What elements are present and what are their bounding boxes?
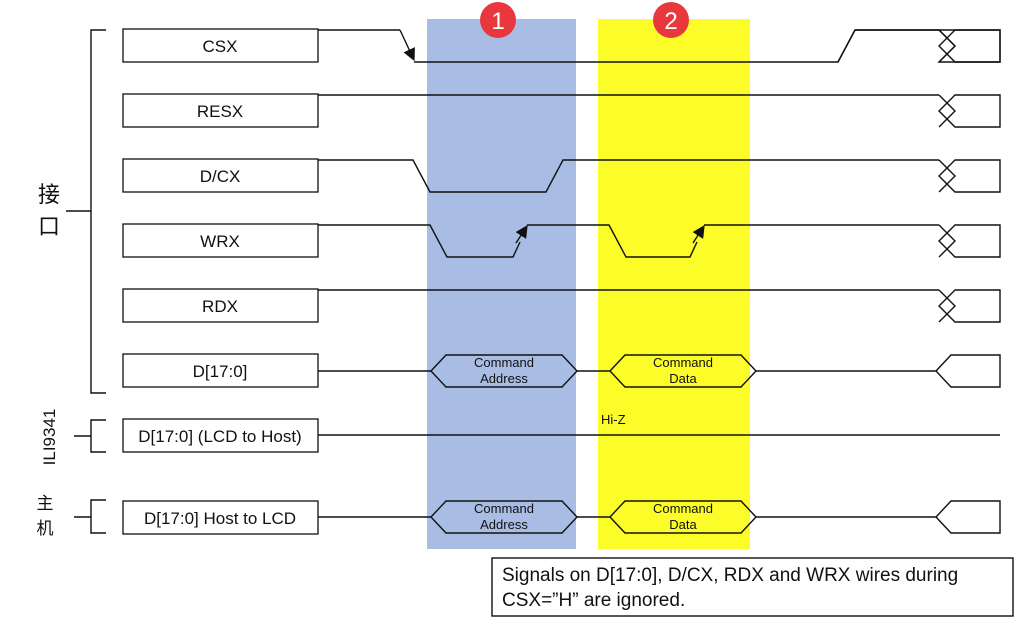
phase-1-badge: 1 bbox=[480, 2, 516, 38]
host-group-label-1: 主 bbox=[37, 494, 54, 514]
host-group-label-2: 机 bbox=[37, 519, 54, 539]
phase-2-band bbox=[598, 19, 750, 549]
svg-text:RDX: RDX bbox=[202, 297, 238, 316]
signal-box-resx: RESX bbox=[122, 93, 319, 128]
dcx-waveform bbox=[318, 159, 939, 193]
host-to-lcd-waveform: Command Address Command Data bbox=[318, 500, 1001, 534]
ili9341-bracket bbox=[74, 419, 106, 453]
note-line-2: CSX=”H” are ignored. bbox=[502, 590, 685, 611]
data-bus-waveform: Command Address Command Data bbox=[318, 354, 1001, 388]
host-phase2-label-2: Data bbox=[669, 517, 697, 532]
phase-2-badge: 2 bbox=[653, 2, 689, 38]
phase-1-band bbox=[427, 19, 576, 549]
phase2-bus-label-1: Command bbox=[653, 355, 713, 370]
svg-text:D[17:0] Host to LCD: D[17:0] Host to LCD bbox=[144, 509, 296, 528]
interface-group-label-2: 口 bbox=[38, 215, 60, 240]
svg-text:D[17:0]: D[17:0] bbox=[193, 362, 248, 381]
host-bracket bbox=[74, 499, 106, 534]
interface-group-label-1: 接 bbox=[38, 183, 60, 208]
interface-bracket bbox=[66, 29, 106, 394]
signal-box-dcx: D/CX bbox=[122, 158, 319, 193]
signal-box-lcd-to-host: D[17:0] (LCD to Host) bbox=[122, 418, 319, 453]
note-box: Signals on D[17:0], D/CX, RDX and WRX wi… bbox=[491, 557, 1014, 617]
svg-text:RESX: RESX bbox=[197, 102, 243, 121]
phase2-bus-label-2: Data bbox=[669, 371, 697, 386]
phase1-bus-label-2: Address bbox=[480, 371, 528, 386]
phase1-bus-label-1: Command bbox=[474, 355, 534, 370]
signal-box-data-bus: D[17:0] bbox=[122, 353, 319, 388]
svg-text:D/CX: D/CX bbox=[200, 167, 241, 186]
wrx-waveform bbox=[318, 224, 939, 258]
signal-box-rdx: RDX bbox=[122, 288, 319, 323]
host-phase1-label-1: Command bbox=[474, 501, 534, 516]
hi-z-label: Hi-Z bbox=[601, 412, 626, 427]
ili9341-group-label: ILI9341 bbox=[40, 409, 59, 466]
signal-box-wrx: WRX bbox=[122, 223, 319, 258]
svg-text:1: 1 bbox=[491, 8, 504, 35]
end-markers bbox=[937, 29, 1001, 323]
host-phase1-label-2: Address bbox=[480, 517, 528, 532]
note-line-1: Signals on D[17:0], D/CX, RDX and WRX wi… bbox=[502, 565, 958, 586]
svg-text:CSX: CSX bbox=[203, 37, 238, 56]
svg-text:WRX: WRX bbox=[200, 232, 240, 251]
svg-text:2: 2 bbox=[664, 8, 677, 35]
svg-text:D[17:0] (LCD to Host): D[17:0] (LCD to Host) bbox=[138, 427, 301, 446]
signal-box-host-to-lcd: D[17:0] Host to LCD bbox=[122, 500, 319, 535]
signal-box-csx: CSX bbox=[122, 28, 319, 63]
host-phase2-label-1: Command bbox=[653, 501, 713, 516]
